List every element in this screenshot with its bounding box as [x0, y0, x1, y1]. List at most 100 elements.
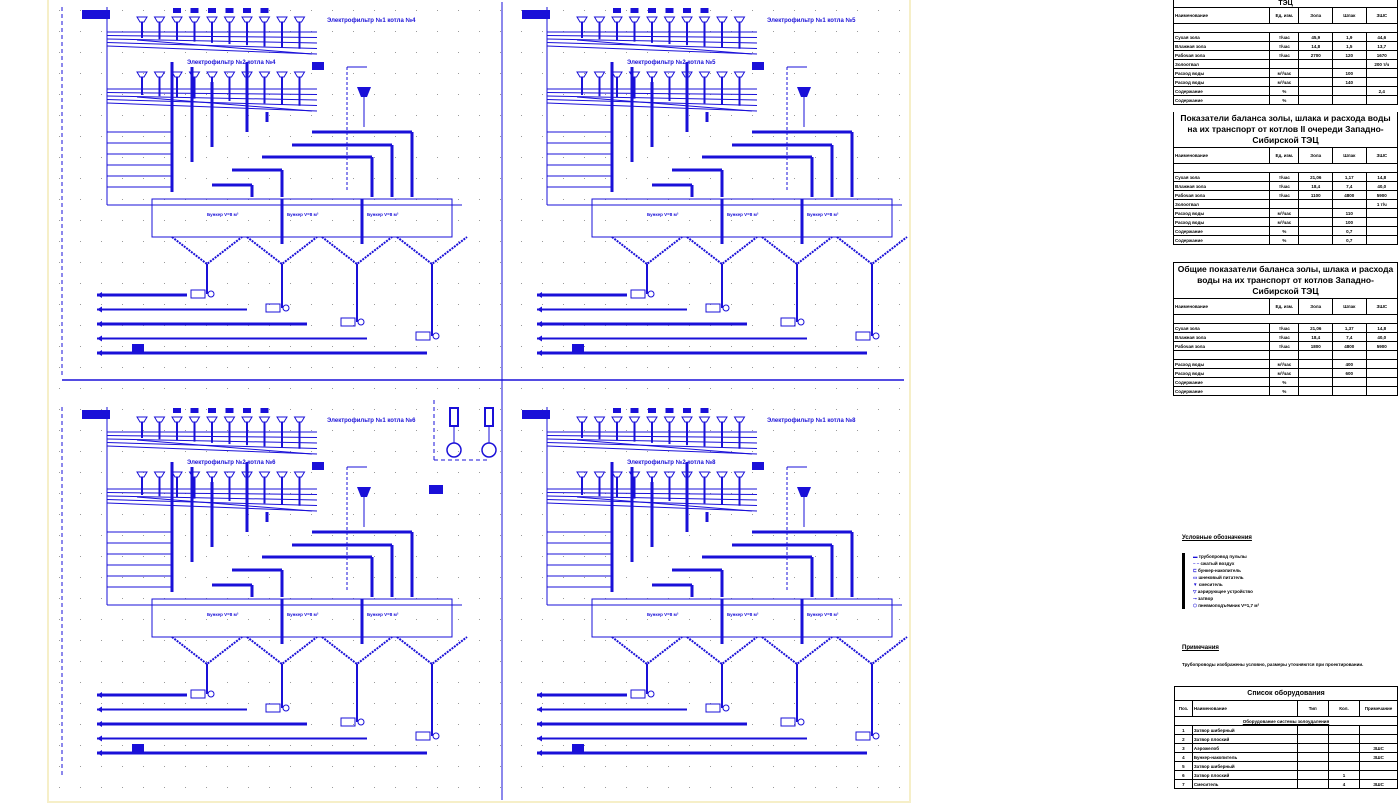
table-cell: т/час: [1269, 323, 1300, 333]
tag-block: [312, 62, 324, 70]
table-cell: [1327, 761, 1361, 771]
section-title: Электрофильтр №1 котла №6: [327, 417, 416, 424]
bunker-label: Бункер V=8 м³: [807, 612, 839, 617]
table-cell: [1269, 59, 1300, 69]
ash-hopper-icon: [733, 16, 746, 23]
table-cell: %: [1269, 377, 1300, 387]
pipe-line: [546, 35, 758, 38]
table-cell: Затвор плоский: [1191, 770, 1298, 780]
table-row: Содержание%: [1172, 95, 1399, 105]
table-cell: т/час: [1269, 32, 1300, 42]
bunker-label: Бункер V=8 м³: [807, 212, 839, 217]
table-cell: Шлак: [1332, 7, 1367, 24]
ash-hopper-icon: [293, 416, 306, 423]
table-cell: Рабочая зола: [1172, 190, 1271, 200]
ash-hopper-icon: [258, 471, 271, 478]
table-cell: [1365, 226, 1399, 236]
tag-block: [208, 408, 216, 413]
motor-icon: [207, 690, 215, 698]
screw-feeder-icon: [780, 717, 796, 727]
motor-icon: [797, 318, 805, 326]
table-cell: Содержание: [1172, 95, 1271, 105]
collector-line: [136, 39, 313, 55]
ash-hopper-icon: [663, 71, 676, 78]
table-cell: [1298, 368, 1334, 378]
table-cell: [1173, 23, 1398, 33]
legend-label: бункер-накопитель: [1198, 568, 1241, 573]
table-cell: Золоотвал: [1172, 59, 1271, 69]
section-title: Электрофильтр №1 котла №5: [767, 17, 856, 24]
table-cell: 21,06: [1298, 323, 1334, 333]
table-cell: [1173, 163, 1398, 173]
tag-block: [572, 744, 584, 754]
table-row: Содержание%: [1172, 377, 1399, 387]
table-cell: 1100: [1298, 190, 1334, 200]
tag-block: [700, 8, 709, 13]
ash-hopper-icon: [576, 71, 588, 78]
table-cell: Содержание: [1172, 226, 1271, 236]
table-3-title: Общие показатели баланса золы, шлака и р…: [1173, 262, 1398, 298]
pneumatic-lift-icon: [797, 87, 811, 97]
ash-hopper-icon: [646, 71, 658, 78]
table-cell: 2,4: [1365, 86, 1399, 96]
notes-text: Трубопроводы изображены условно, размеры…: [1182, 662, 1364, 667]
ash-hopper-icon: [681, 71, 693, 78]
ash-hopper-icon: [698, 71, 711, 78]
table-cell: [1327, 743, 1361, 753]
table-cell: 600: [1332, 368, 1367, 378]
table-cell: 7,4: [1332, 332, 1367, 342]
arrow-icon: [97, 721, 102, 727]
table-cell: %: [1269, 386, 1300, 396]
arrow-icon: [537, 692, 542, 698]
table-cell: м³/час: [1269, 77, 1300, 87]
table-cell: [1365, 377, 1399, 387]
section-title: Электрофильтр №1 котла №4: [327, 17, 416, 24]
ash-hopper-icon: [206, 416, 218, 423]
ash-hopper-icon: [611, 16, 623, 23]
table-cell: 13,7: [1365, 41, 1399, 51]
screw-feeder-icon: [340, 317, 356, 327]
tag-block: [260, 408, 269, 413]
table-2-title: Показатели баланса золы, шлака и расхода…: [1173, 112, 1398, 147]
ash-hopper-icon: [276, 71, 288, 78]
table-cell: 7,4: [1332, 181, 1367, 191]
tag-block: [572, 344, 584, 354]
table-1-title: ТЭЦ: [1173, 0, 1398, 7]
arrow-icon: [97, 321, 102, 327]
table-row: [1173, 314, 1398, 324]
table-cell: Оборудование системы золоудаления: [1174, 716, 1398, 726]
table-cell: [1359, 725, 1398, 735]
ash-hopper-icon: [293, 471, 306, 478]
electrofilter-bunker-frame: [151, 198, 453, 238]
table-cell: Затвор шиберный: [1191, 725, 1298, 735]
ash-hopper-icon: [733, 471, 746, 478]
table-cell: 110: [1332, 208, 1367, 218]
table-cell: ЗШС: [1359, 779, 1398, 789]
table-cell: 0,7: [1332, 226, 1367, 236]
legend-symbol-icon: – –: [1193, 561, 1201, 566]
table-cell: [1296, 761, 1329, 771]
pipe-line: [106, 35, 318, 38]
table-cell: [1298, 226, 1334, 236]
screw-feeder-icon: [265, 703, 281, 713]
legend-symbol-icon: ⊸: [1193, 596, 1199, 601]
tag-block: [665, 8, 674, 13]
tag-block: [173, 408, 181, 413]
table-cell: [1296, 779, 1329, 789]
screw-feeder-icon: [855, 331, 871, 341]
arrow-icon: [97, 306, 102, 313]
ash-hopper-icon: [611, 416, 623, 423]
hopper-cone: [611, 636, 683, 666]
ash-hopper-icon: [206, 471, 218, 478]
ash-hopper-icon: [136, 416, 148, 423]
table-cell: [1332, 95, 1367, 105]
ash-hopper-icon: [171, 71, 183, 78]
table-cell: 1,37: [1332, 323, 1367, 333]
ash-hopper-icon: [733, 71, 746, 78]
screw-feeder-icon: [415, 331, 431, 341]
table-cell: [1359, 761, 1398, 771]
ash-removal-schematic: Электрофильтр №1 котла №4 Электрофильтр №…: [49, 0, 913, 805]
